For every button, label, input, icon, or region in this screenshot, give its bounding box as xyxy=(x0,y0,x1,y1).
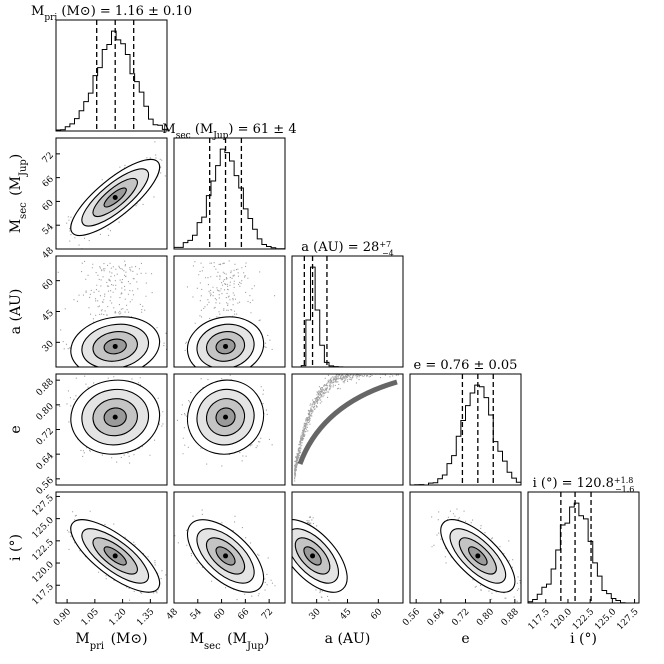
density-peak xyxy=(223,414,229,420)
title-e: e = 0.76 ± 0.05 xyxy=(414,358,518,373)
title-a: a (AU) = 28+7−4 xyxy=(301,240,393,258)
histogram-mpri xyxy=(55,30,168,131)
y-tick-label-a: 60 xyxy=(41,277,56,292)
histogram-a xyxy=(292,266,403,368)
hist-panel-a xyxy=(291,255,404,368)
x-tick-label-i: 117.5 xyxy=(527,607,552,632)
axis-label-e: e xyxy=(8,425,24,433)
axis-label-a: a (AU) xyxy=(325,631,371,647)
scatter-panel-mpri-i xyxy=(55,491,168,604)
y-tick-label-e: 0.56 xyxy=(35,475,56,496)
histogram-e xyxy=(410,384,522,486)
title-i: i (°) = 120.8+1.8−1.6 xyxy=(533,476,635,494)
scatter-panel-msec-e xyxy=(173,373,286,486)
y-tick-label-msec: 60 xyxy=(41,198,56,213)
scatter-panel-mpri-msec xyxy=(55,137,168,250)
y-tick-label-i: 120.0 xyxy=(31,560,56,585)
x-tick-label-msec: 48 xyxy=(165,607,180,622)
x-tick-label-e: 0.72 xyxy=(450,607,471,628)
density-peak xyxy=(112,194,118,200)
x-tick-label-msec: 72 xyxy=(260,607,275,622)
density-peak xyxy=(223,553,229,559)
x-tick-label-mpri: 1.20 xyxy=(107,607,128,628)
y-tick-label-i: 122.5 xyxy=(31,537,56,562)
hist-panel-i xyxy=(527,491,640,604)
x-tick-label-e: 0.64 xyxy=(426,607,447,628)
x-tick-label-i: 127.5 xyxy=(615,607,640,632)
scatter-panel-a-e xyxy=(291,373,404,486)
x-tick-label-a: 30 xyxy=(308,607,323,622)
x-tick-label-a: 60 xyxy=(369,607,384,622)
x-tick-label-e: 0.80 xyxy=(475,607,496,628)
axis-label-a: a (AU) xyxy=(8,289,24,335)
density-peak xyxy=(112,343,118,349)
axis-label-msec: Msec (MJup) xyxy=(8,154,29,234)
axis-label-msec: Msec (MJup) xyxy=(190,631,270,652)
histogram-i xyxy=(527,502,639,604)
y-tick-label-i: 117.5 xyxy=(31,582,56,607)
hist-panel-e xyxy=(409,373,522,486)
x-tick-label-e: 0.88 xyxy=(500,607,521,628)
x-tick-label-i: 125.0 xyxy=(593,607,618,632)
y-tick-label-msec: 72 xyxy=(41,151,56,166)
y-tick-label-e: 0.64 xyxy=(35,451,56,472)
axis-label-e: e xyxy=(461,631,469,647)
density-peak xyxy=(112,553,118,559)
y-tick-label-e: 0.72 xyxy=(35,426,56,447)
x-tick-label-i: 120.0 xyxy=(549,607,574,632)
y-tick-label-i: 125.0 xyxy=(31,515,56,540)
y-tick-label-msec: 54 xyxy=(41,222,56,237)
scatter-panel-msec-i xyxy=(173,491,286,604)
x-tick-label-i: 122.5 xyxy=(571,607,596,632)
axis-label-mpri: Mpri (M⊙) xyxy=(75,631,147,652)
scatter-panel-msec-a xyxy=(173,255,286,368)
x-tick-label-a: 45 xyxy=(338,607,353,622)
y-tick-label-i: 127.5 xyxy=(31,493,56,518)
title-msec: Msec (MJup) = 61 ± 4 xyxy=(162,122,296,141)
density-peak xyxy=(475,553,481,559)
x-tick-label-mpri: 0.90 xyxy=(52,607,73,628)
scatter-panel-mpri-e xyxy=(55,373,168,486)
x-tick-label-msec: 66 xyxy=(236,607,251,622)
y-tick-label-e: 0.80 xyxy=(35,401,56,422)
scatter-panel-mpri-a xyxy=(55,255,168,368)
axis-label-i: i (°) xyxy=(8,534,24,561)
density-peak xyxy=(223,343,229,349)
title-mpri: Mpri (M⊙) = 1.16 ± 0.10 xyxy=(31,4,192,23)
scatter-panel-a-i xyxy=(291,491,404,604)
density-peak xyxy=(310,553,316,559)
panels-layer xyxy=(55,19,640,604)
scatter-panel-e-i xyxy=(409,491,522,604)
y-tick-label-a: 45 xyxy=(41,308,56,323)
density-peak xyxy=(112,414,118,420)
x-tick-label-e: 0.56 xyxy=(401,607,422,628)
histogram-msec xyxy=(173,148,286,250)
density-band xyxy=(297,379,398,465)
axis-label-i: i (°) xyxy=(570,631,597,647)
x-tick-label-msec: 60 xyxy=(212,607,227,622)
x-tick-label-mpri: 1.35 xyxy=(135,607,156,628)
x-tick-label-mpri: 1.05 xyxy=(80,607,101,628)
y-tick-label-msec: 48 xyxy=(41,246,56,261)
x-tick-label-msec: 54 xyxy=(189,607,204,622)
y-tick-label-msec: 66 xyxy=(41,174,56,189)
y-tick-label-e: 0.88 xyxy=(35,377,56,398)
y-tick-label-a: 30 xyxy=(41,339,56,354)
